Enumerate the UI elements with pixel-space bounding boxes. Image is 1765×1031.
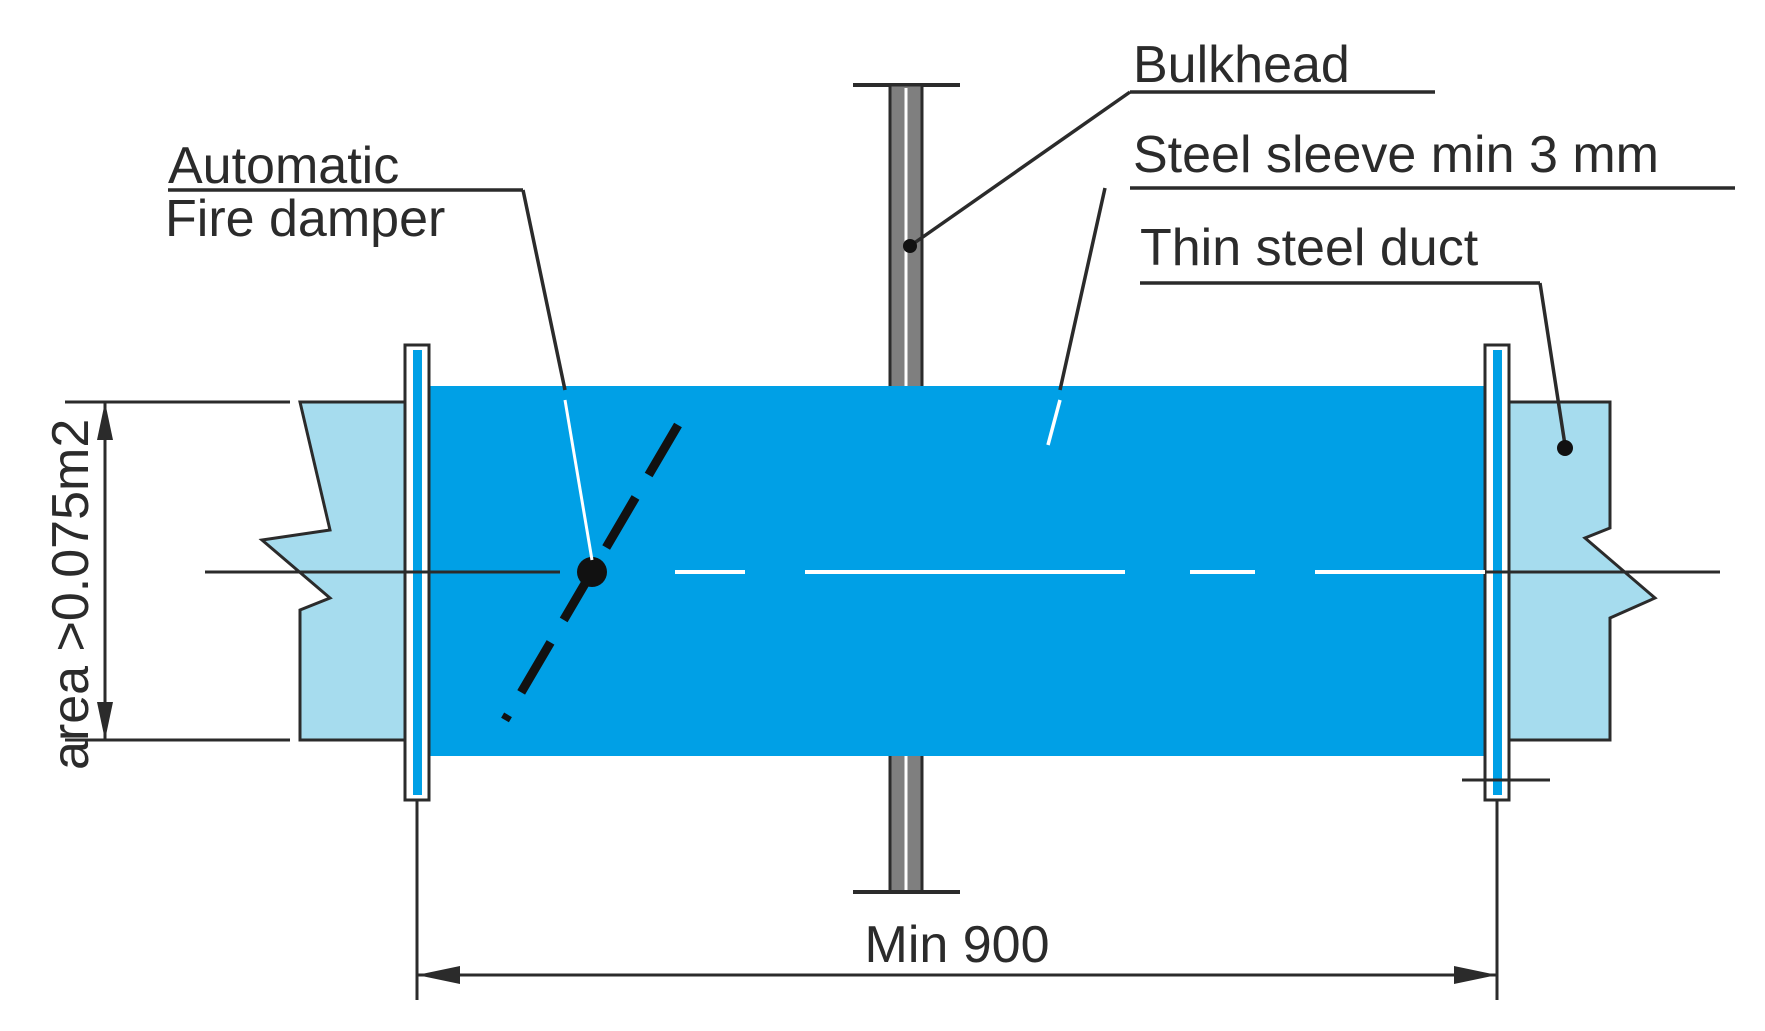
bulkhead-label: Bulkhead <box>1133 36 1350 94</box>
thin-steel-duct-label: Thin steel duct <box>1140 219 1479 277</box>
bulkhead-plate <box>853 83 960 894</box>
fire-damper-leader <box>168 188 594 561</box>
thin-steel-duct-leader <box>1140 281 1573 456</box>
length-dimension <box>415 800 1499 1000</box>
area-dimension <box>65 400 290 742</box>
steel-sleeve-label: Steel sleeve min 3 mm <box>1133 126 1659 184</box>
min-length-label: Min 900 <box>865 916 1050 974</box>
bulkhead-leader <box>903 90 1435 253</box>
damper-pivot <box>577 557 607 587</box>
fire-damper-label-line2: Fire damper <box>165 190 445 248</box>
fire-damper-label-line1: Automatic <box>168 137 399 195</box>
steel-sleeve-leader <box>1046 186 1735 446</box>
area-label: area >0.075m2 <box>42 419 100 770</box>
